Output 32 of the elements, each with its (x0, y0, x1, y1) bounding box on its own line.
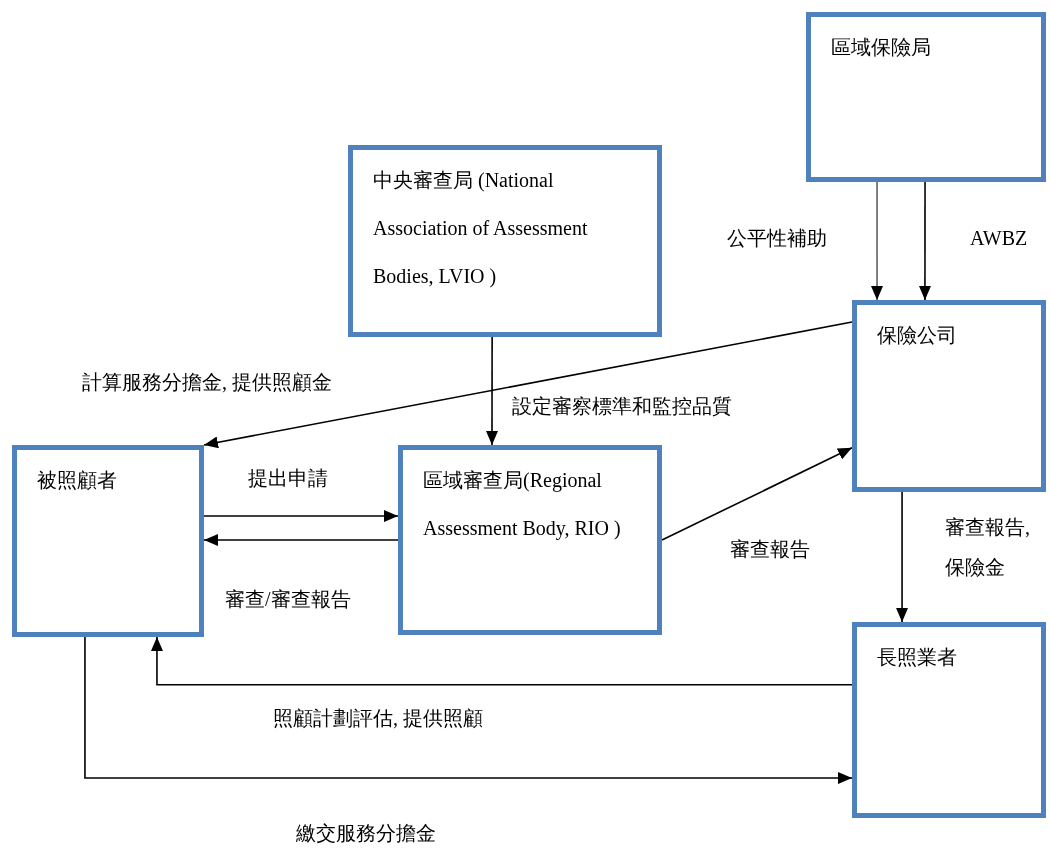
box-label: 中央審查局 (National Association of Assessment Bodies, LVIO ) (373, 168, 589, 290)
box-label: 區域審查局(Regional Assessment Body, RIO ) (423, 468, 622, 542)
arrow (150, 636, 853, 686)
arrow (896, 491, 909, 623)
edge-label: 繳交服務分擔金 (296, 821, 436, 846)
edge-label: 審查/審查報告 (225, 587, 351, 612)
arrow (486, 336, 498, 446)
arrow (918, 181, 931, 301)
box-label: 被照顧者 (37, 468, 117, 493)
process-box (398, 445, 662, 635)
arrow (84, 636, 853, 784)
arrow (203, 510, 399, 523)
box-label: 長照業者 (877, 645, 957, 670)
arrow (871, 181, 884, 301)
edge-label: 審查報告, 保險金 (945, 515, 1031, 580)
edge-label: 審查報告 (730, 537, 810, 562)
box-label: 保險公司 (877, 323, 957, 348)
process-box (852, 622, 1046, 818)
process-box (348, 145, 662, 337)
box-label: 區域保險局 (831, 35, 931, 60)
edge-label: AWBZ (970, 226, 1028, 251)
arrow (661, 447, 853, 541)
edge-label: 設定審察標準和監控品質 (512, 394, 732, 419)
arrow (203, 534, 399, 547)
edge-label: 照顧計劃評估, 提供照顧 (273, 706, 483, 731)
arrow (203, 321, 853, 449)
process-box (12, 445, 204, 637)
process-box (806, 12, 1046, 182)
process-box (852, 300, 1046, 492)
edge-label: 計算服務分擔金, 提供照顧金 (82, 370, 332, 395)
edge-label: 提出申請 (248, 466, 328, 491)
edge-label: 公平性補助 (727, 226, 827, 251)
